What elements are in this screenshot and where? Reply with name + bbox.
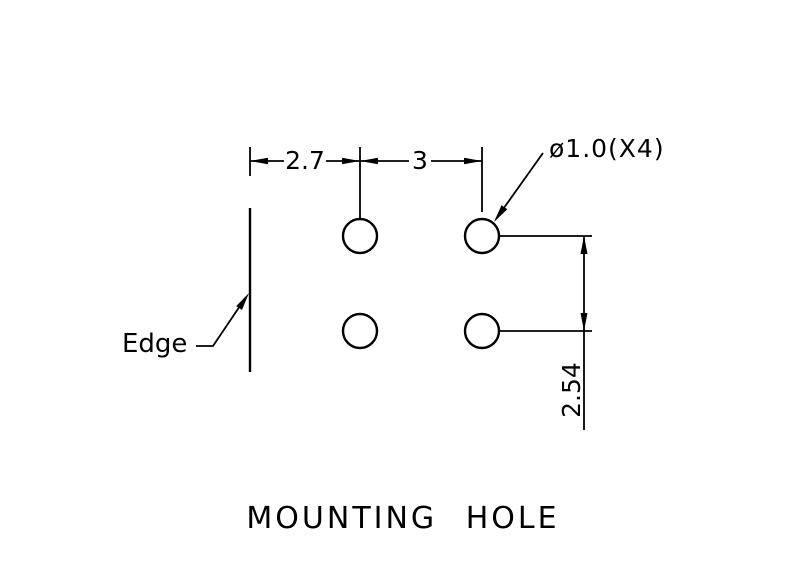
- arrow-2-7-left: [250, 157, 268, 165]
- arrow-2-7-right: [342, 157, 360, 165]
- edge-label: Edge: [122, 329, 187, 359]
- dimension-lines: [196, 147, 592, 430]
- arrow-edge-leader: [236, 293, 249, 310]
- arrow-callout-leader: [494, 205, 508, 222]
- hole-callout-label: ø1.0(X4): [549, 134, 665, 163]
- hole-top-right: [463, 217, 501, 255]
- hole-top-left: [341, 217, 379, 255]
- arrow-3-left: [360, 157, 378, 165]
- hole-bottom-left: [341, 312, 379, 350]
- edge-leader-line: [196, 296, 247, 347]
- arrowheads: [236, 157, 588, 331]
- dim-label-2-54: 2.54: [557, 362, 586, 418]
- arrow-3-right: [464, 157, 482, 165]
- part-geometry: [248, 208, 501, 372]
- dim-label-2-7: 2.7: [285, 146, 325, 175]
- hole-bottom-right: [463, 312, 501, 350]
- arrow-2-54-top: [580, 236, 588, 254]
- drawing-title: MOUNTING HOLE: [246, 501, 559, 536]
- arrow-2-54-bottom: [580, 313, 588, 331]
- annotations: 2.7 3 2.54 ø1.0(X4) Edge MOUNTING HOLE: [122, 134, 665, 536]
- dim-label-3: 3: [412, 146, 428, 175]
